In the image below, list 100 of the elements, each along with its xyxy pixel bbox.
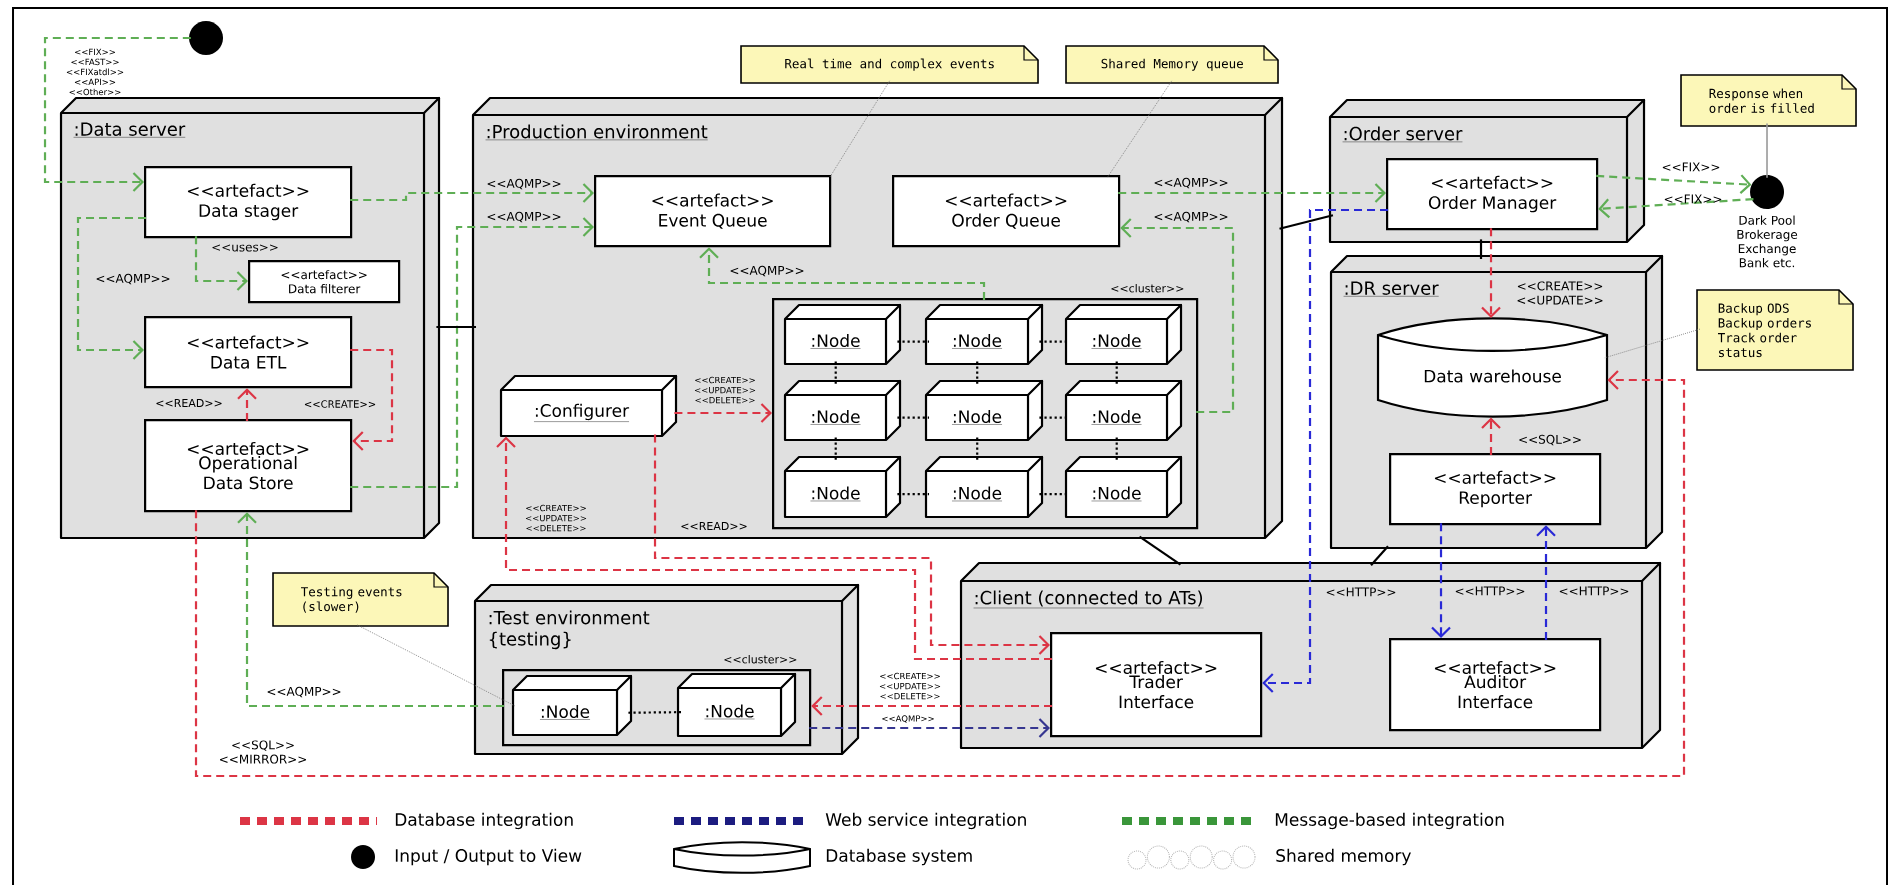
node-cube: :Node [1064,379,1183,442]
arrow [1481,417,1501,455]
connector-line [897,340,929,343]
edge-label: <<SQL>> [1519,434,1581,446]
connector-line [897,493,929,496]
edge-label: <<AQMP>> [487,178,561,190]
artifact-box: <<artefact>> Order Queue [892,175,1121,248]
leader-line [829,80,891,178]
node-cube: :Node [1064,455,1183,519]
connector-line [1279,214,1334,230]
note: Shared Memory queue [1065,45,1279,84]
arrow [350,348,394,451]
legend-label: Input / Output to View [395,848,582,866]
legend-label: Shared memory [1276,848,1411,866]
edge-label: <<AQMP>> [487,211,561,223]
arrow [43,36,191,192]
edge-label: <<CREATE>> <<UPDATE>> <<DELETE>> [525,504,587,532]
arrow [809,718,1050,738]
edge-label: <<CREATE>> <<UPDATE>> [1517,281,1603,305]
node-cube: :Node [676,672,797,738]
edge-label: <<AQMP>> [1154,177,1228,189]
node-label: <<cluster>> [724,654,797,664]
edge-label: <<SQL>> <<MIRROR>> [220,740,307,764]
database-cylinder: Data warehouse [1376,317,1609,418]
arrow [194,236,248,291]
arrow [350,217,594,489]
arrow [1598,198,1754,219]
legend-label: Database system [826,848,972,866]
leader-line [1766,122,1768,179]
connector-line [1479,239,1483,259]
edge-label: <<CREATE>> <<UPDATE>> <<DELETE>> [879,672,941,700]
node-cube: :Node [511,674,633,737]
connector-line [436,325,476,329]
node-cube: :Configurer [499,374,678,438]
legend-label: Web service integration [825,812,1026,830]
artifact-box: <<artefact>> Data stager [144,166,353,239]
artifact-box: <<artefact>> Event Queue [594,175,832,248]
artifact-box: <<artefact>> Data ETL [144,316,353,389]
arrow [76,216,146,360]
arrow [1481,228,1501,318]
arrow [811,696,1052,716]
node-cube: :Node [924,379,1044,442]
arrow [1262,208,1388,693]
arrow [237,512,504,708]
node-cube: :Node [783,303,902,366]
legend-label: Database integration [395,812,573,830]
arrow [496,436,1052,661]
endpoint-dot [189,21,223,55]
connector-line [976,437,979,460]
node-cube: :Node [783,455,902,519]
connector-line [1115,361,1118,384]
arrow [237,388,257,421]
leader-line [356,624,517,707]
artifact-box: <<artefact>> Operational Data Store [144,419,353,513]
connector-line [834,361,837,384]
edge-label: <<FIX>> [1662,162,1720,172]
node-cube: :Node [1064,303,1183,366]
arrow [1536,525,1556,640]
leader-line [1604,328,1701,359]
edge-label: <<HTTP>> [1559,586,1629,596]
note: Real time and complex events [740,45,1039,84]
artifact-box: <<artefact>> Order Manager [1386,158,1599,231]
edge-label: <<HTTP>> [1455,586,1525,596]
edge-label: <<READ>> [681,522,747,530]
connector-line [1138,535,1182,566]
node-cube: :Node [924,303,1044,366]
edge-label: <<AQMP>> [882,715,934,723]
artifact-box: <<artefact>> Data filterer [248,260,401,304]
edge-label: <<AQMP>> [96,273,170,285]
arrow [1596,174,1752,194]
connector-line [976,361,979,384]
legend-label: Message-based integration [1275,812,1504,830]
arrow [653,434,1050,655]
arrow [699,247,986,300]
arrow [1120,218,1235,414]
leader-line [1106,80,1173,178]
connector-line [628,711,682,714]
node-cube: :Node [924,455,1044,519]
arrow [350,183,594,203]
node-label: <<cluster>> [1111,283,1184,293]
connector-line [1115,437,1118,460]
connector-line [834,437,837,460]
edge-label: <<CREATE>> [304,400,376,408]
artifact-box: <<artefact>> Trader Interface [1050,632,1263,738]
node-label: Dark Pool Brokerage Exchange Bank etc. [1737,215,1798,268]
node-cube: :Node [783,379,902,442]
edge-label: <<AQMP>> [267,686,341,698]
note: Backup ODS Backup orders Track order status [1696,289,1854,371]
edge-label: <<HTTP>> [1326,587,1396,597]
note: Response when order is filled [1680,74,1857,127]
connector-line [1370,545,1389,566]
arrow [1431,523,1451,638]
connector-line [897,416,929,419]
arrow [194,370,1686,778]
arrow [674,403,772,423]
edge-label: <<READ>> [156,399,222,407]
note: Testing events (slower) [272,572,449,627]
edge-label: <<AQMP>> [1154,211,1228,223]
edge-label: <<AQMP>> [730,265,804,277]
edge-label: <<FIX>> [1664,194,1722,204]
